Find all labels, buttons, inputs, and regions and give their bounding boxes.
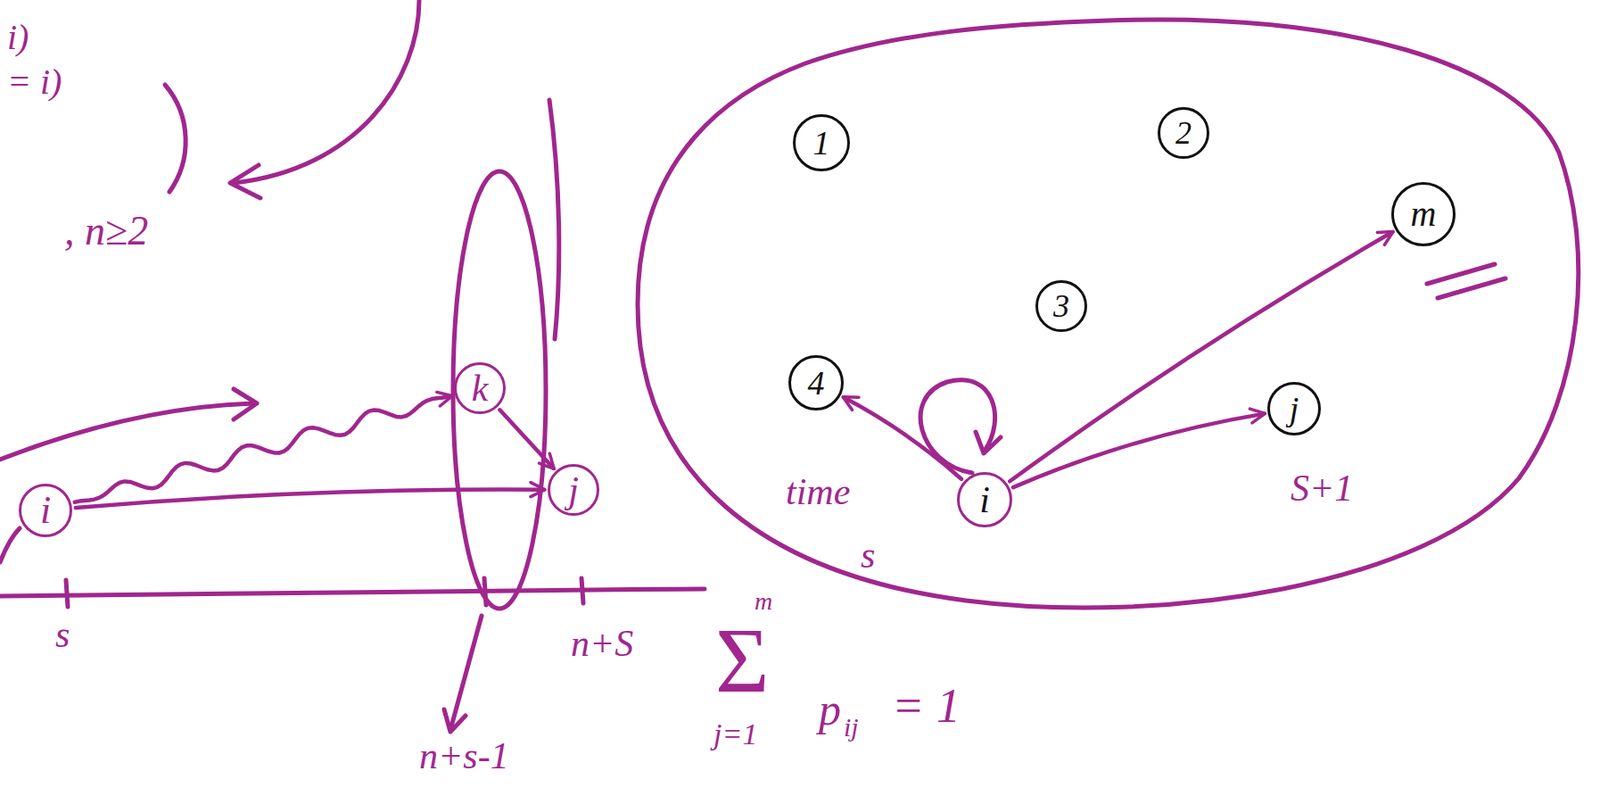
math-annotation: Σ	[715, 613, 770, 707]
state-label: i	[979, 480, 990, 519]
state-label: i	[40, 490, 51, 530]
transition-arrow	[74, 395, 453, 503]
state-circle: 1	[792, 114, 850, 172]
bracket-stroke	[549, 99, 560, 339]
transition-arrow	[843, 396, 962, 479]
state-label: m	[1410, 196, 1437, 232]
self-loop-arrowhead	[975, 431, 1001, 454]
math-annotation: , n≥2	[64, 210, 149, 252]
state-circle: 2	[1157, 107, 1210, 159]
region-annotation: time	[785, 472, 850, 511]
state-label: 2	[1175, 116, 1192, 149]
state-label: 4	[808, 365, 825, 400]
state-label: j	[568, 470, 579, 509]
state-circle: j	[1267, 381, 1321, 436]
incoming-path	[0, 527, 20, 562]
pointer-arrow	[233, 0, 420, 183]
state-set-ellipse	[453, 171, 546, 609]
state-circle: 4	[788, 354, 844, 411]
math-annotation: ij	[843, 713, 859, 741]
bracket	[164, 84, 186, 192]
region-outline	[626, 9, 1587, 623]
incoming-arrowhead	[233, 388, 257, 420]
state-circle: k	[453, 362, 506, 414]
transition-arrow	[499, 409, 553, 468]
state-label: 1	[813, 125, 831, 160]
math-annotation: i)	[7, 19, 29, 56]
math-annotation: n+S	[570, 624, 634, 662]
transition-arrow	[1013, 413, 1264, 487]
math-annotation: p	[818, 686, 842, 732]
state-label: j	[1289, 391, 1300, 426]
incoming-path	[0, 403, 256, 460]
transition-arrow	[75, 489, 545, 509]
state-circle: m	[1391, 181, 1456, 247]
axis-tick	[65, 579, 68, 607]
emphasis-mark	[1426, 263, 1495, 284]
axis-tick	[581, 577, 584, 603]
self-loop	[920, 379, 995, 473]
state-label: 3	[1053, 289, 1070, 322]
math-annotation: = i)	[7, 64, 62, 100]
math-annotation: n+s-1	[419, 736, 510, 775]
state-circle: 3	[1035, 280, 1088, 332]
state-circle: i	[956, 471, 1013, 528]
leader-arrow	[450, 615, 482, 730]
state-label: k	[471, 369, 489, 407]
region-annotation: s	[860, 536, 875, 574]
time-axis	[0, 588, 705, 596]
state-circle: j	[547, 463, 600, 516]
state-circle: i	[18, 483, 73, 537]
math-annotation: j=1	[713, 718, 758, 750]
leader-arrowhead	[444, 709, 466, 732]
pointer-arrowhead	[230, 164, 261, 198]
state-space-region: times S+1 1 2 m 3 4 j i	[626, 9, 1587, 623]
region-annotation: S+1	[1290, 469, 1353, 507]
transition-arrow	[1009, 231, 1393, 481]
math-annotation: m	[754, 588, 773, 614]
math-annotation: s	[55, 615, 70, 653]
emphasis-mark	[1437, 278, 1506, 298]
math-annotation: = 1	[891, 681, 961, 730]
